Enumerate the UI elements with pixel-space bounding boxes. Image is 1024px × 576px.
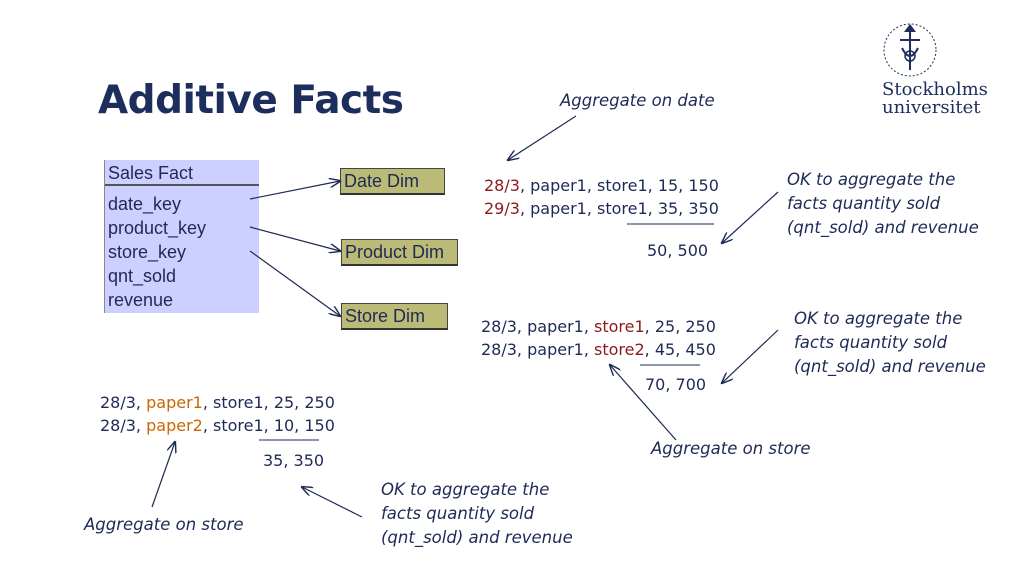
date-ok-note-line1: OK to aggregate the xyxy=(787,170,956,189)
product-ok-note-line1: OK to aggregate the xyxy=(381,480,550,499)
date-row-1: 28/3, paper1, store1, 15, 150 xyxy=(484,176,719,195)
store-row-2: 28/3, paper1, store2, 45, 450 xyxy=(481,340,716,359)
university-name-line1: Stockholms xyxy=(882,79,988,100)
store-row-1-store: store1 xyxy=(594,317,645,336)
date-row-1-date: 28/3 xyxy=(484,176,520,195)
date-row-2-rest: , paper1, store1, 35, 350 xyxy=(519,199,719,218)
store-row-2-store: store2 xyxy=(594,340,645,359)
date-ok-note-line2: facts quantity sold xyxy=(787,194,941,213)
university-name: Stockholms universitet xyxy=(882,81,988,117)
date-dim-box: Date Dim xyxy=(340,168,445,195)
store-ok-arrow xyxy=(722,329,779,383)
date-key-arrow xyxy=(249,181,340,200)
store-dim-box: Store Dim xyxy=(341,303,448,330)
product-aggregate-arrow xyxy=(151,442,175,508)
aggregate-on-store-label: Aggregate on store xyxy=(651,439,811,458)
date-row-1-rest: , paper1, store1, 15, 150 xyxy=(519,176,719,195)
product-key-arrow xyxy=(249,226,340,251)
store-ok-note-line2: facts quantity sold xyxy=(794,333,948,352)
date-total: 50, 500 xyxy=(647,241,709,260)
product-row-1-post: , store1, 25, 250 xyxy=(202,393,335,412)
store-total: 70, 700 xyxy=(645,375,707,394)
fact-field-qnt-sold: qnt_sold xyxy=(108,266,177,286)
store-row-1: 28/3, paper1, store1, 25, 250 xyxy=(481,317,716,336)
store-key-arrow xyxy=(249,250,340,316)
product-row-2: 28/3, paper2, store1, 10, 150 xyxy=(100,416,335,435)
store-ok-note: OK to aggregate the facts quantity sold … xyxy=(794,307,986,379)
product-ok-note-line3: (qnt_sold) and revenue xyxy=(381,528,573,547)
page-title: Additive Facts xyxy=(98,78,404,123)
sales-fact-table: Sales Fact date_key product_key store_ke… xyxy=(104,160,259,313)
date-ok-note: OK to aggregate the facts quantity sold … xyxy=(787,168,979,240)
product-row-2-pre: 28/3, xyxy=(100,416,147,435)
product-row-2-product: paper2 xyxy=(146,416,203,435)
aggregate-on-date-label: Aggregate on date xyxy=(560,91,715,110)
date-row-2: 29/3, paper1, store1, 35, 350 xyxy=(484,199,719,218)
date-ok-note-line3: (qnt_sold) and revenue xyxy=(787,218,979,237)
fact-table-header: Sales Fact xyxy=(105,160,259,186)
product-ok-note: OK to aggregate the facts quantity sold … xyxy=(381,478,573,550)
product-row-1-pre: 28/3, xyxy=(100,393,147,412)
fact-field-date-key: date_key xyxy=(108,194,182,214)
store-row-2-post: , 45, 450 xyxy=(644,340,716,359)
store-aggregate-arrow xyxy=(610,365,677,441)
aggregate-on-product-label: Aggregate on store xyxy=(84,515,244,534)
product-ok-note-line2: facts quantity sold xyxy=(381,504,535,523)
fact-field-store-key: store_key xyxy=(108,242,187,262)
store-ok-note-line3: (qnt_sold) and revenue xyxy=(794,357,986,376)
product-ok-arrow xyxy=(302,487,363,518)
product-row-2-post: , store1, 10, 150 xyxy=(202,416,335,435)
university-seal-icon xyxy=(883,23,937,77)
store-row-2-pre: 28/3, paper1, xyxy=(481,340,594,359)
product-row-1-product: paper1 xyxy=(146,393,203,412)
product-row-1: 28/3, paper1, store1, 25, 250 xyxy=(100,393,335,412)
date-aggregate-arrow xyxy=(508,115,577,160)
date-row-2-date: 29/3 xyxy=(484,199,520,218)
fact-field-revenue: revenue xyxy=(108,290,174,310)
university-name-line2: universitet xyxy=(882,97,981,118)
date-ok-arrow xyxy=(722,191,779,243)
store-row-1-post: , 25, 250 xyxy=(644,317,716,336)
store-row-1-pre: 28/3, paper1, xyxy=(481,317,594,336)
product-total: 35, 350 xyxy=(263,451,325,470)
store-ok-note-line1: OK to aggregate the xyxy=(794,309,963,328)
product-dim-box: Product Dim xyxy=(341,239,458,266)
fact-field-product-key: product_key xyxy=(108,218,207,238)
